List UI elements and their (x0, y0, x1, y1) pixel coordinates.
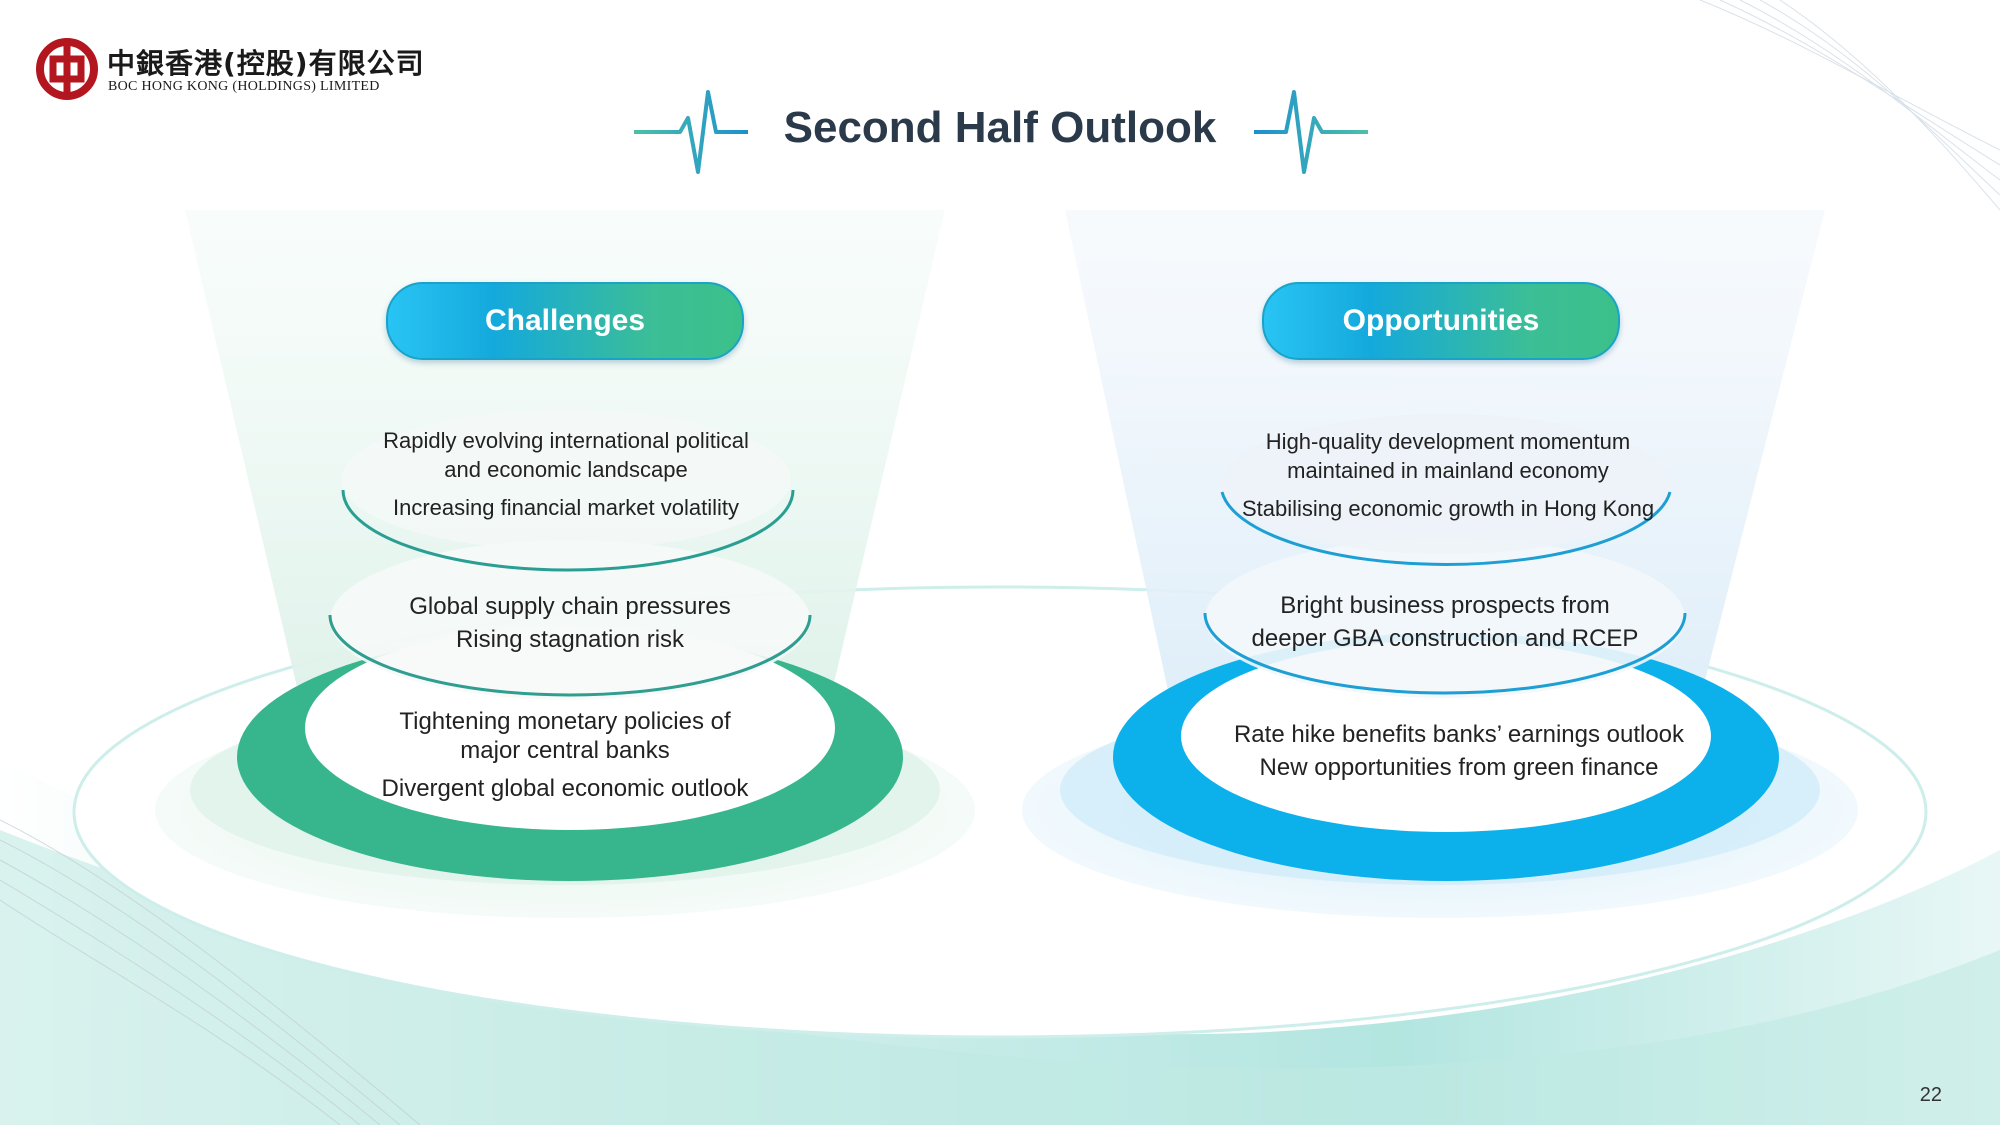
opportunities-heading: Opportunities (1262, 282, 1620, 360)
challenges-tier2-line1: Global supply chain pressures (409, 593, 731, 620)
opportunities-tier3-line2: New opportunities from green finance (1259, 754, 1659, 781)
challenges-tier1-line2: and economic landscape (444, 457, 688, 482)
challenges-tier1-line3: Increasing financial market volatility (392, 495, 740, 520)
logo-chinese-name: 中銀香港(控股)有限公司 (107, 47, 425, 80)
logo-english-name: BOC HONG KONG (HOLDINGS) LIMITED (108, 79, 380, 94)
challenges-tier1-line1: Rapidly evolving international political (383, 428, 749, 453)
opportunities-tier1-line2: maintained in mainland economy (1287, 458, 1609, 483)
pulse-line-icon (634, 90, 748, 174)
boc-logo-icon (36, 38, 98, 100)
page-title: Second Half Outlook (783, 103, 1217, 152)
opportunities-tier1-line1: High-quality development momentum (1265, 429, 1631, 454)
challenges-tier2-line2: Rising stagnation risk (455, 626, 685, 653)
opportunities-tier1-line3: Stabilising economic growth in Hong Kong (1241, 496, 1655, 521)
challenges-tier3-line3: Divergent global economic outlook (381, 775, 749, 802)
opportunities-tier2-line2: deeper GBA construction and RCEP (1251, 625, 1639, 652)
challenges-tier3-line1: Tightening monetary policies of (399, 708, 731, 735)
pulse-line-icon (1254, 90, 1368, 174)
page-number: 22 (1919, 1084, 1942, 1106)
challenges-tier3-line2: major central banks (460, 737, 670, 764)
challenges-heading: Challenges (386, 282, 744, 360)
opportunities-tier2-line1: Bright business prospects from (1280, 592, 1610, 619)
opportunities-tier3-line1: Rate hike benefits banks’ earnings outlo… (1233, 721, 1685, 748)
